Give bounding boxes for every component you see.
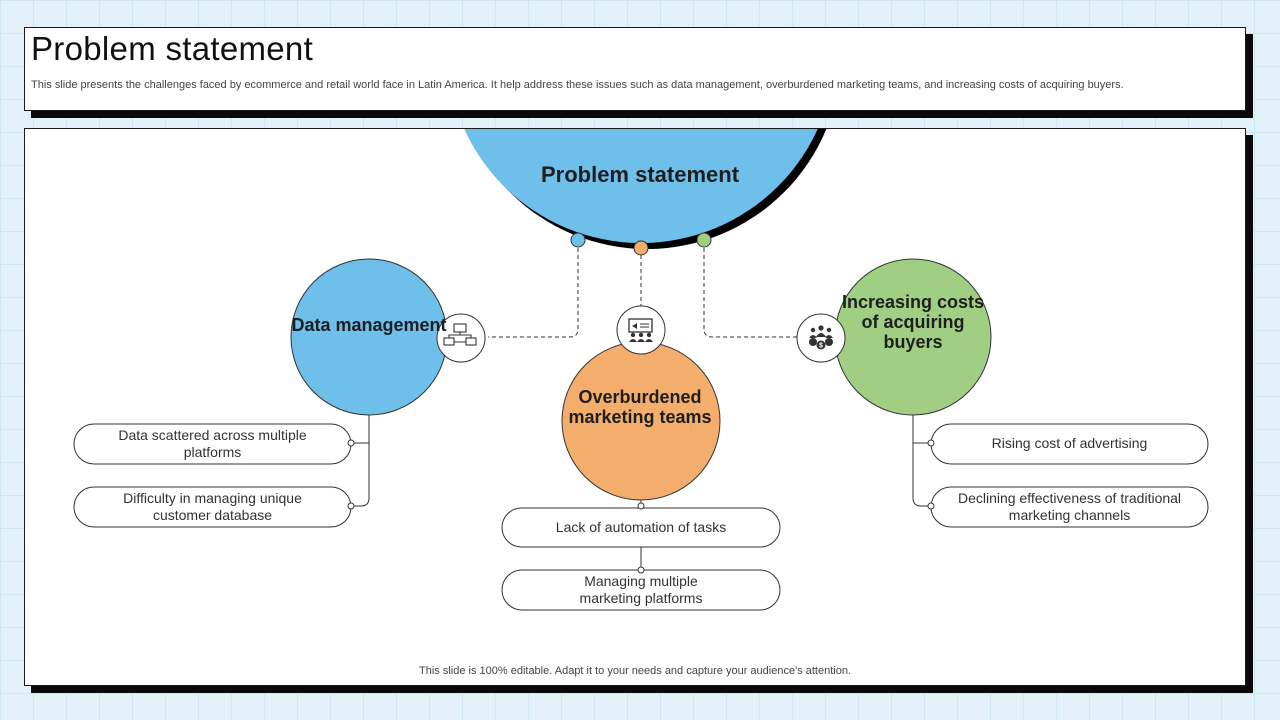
connector-costs (703, 241, 797, 338)
buyers-cost-icon: $ (796, 313, 846, 363)
node-data-management (290, 258, 448, 416)
item-advertising-cost: Rising cost of advertising (991, 435, 1148, 452)
connection-dots (347, 439, 935, 574)
svg-text:$: $ (819, 343, 823, 350)
footer-note: This slide is 100% editable. Adapt it to… (419, 665, 851, 677)
page-subtitle: This slide presents the challenges faced… (31, 79, 1124, 91)
center-title: Problem statement (540, 162, 740, 187)
dashed-connectors (488, 241, 797, 338)
item-customer-database: Difficulty in managing unique customer d… (123, 489, 302, 524)
dot-orange (633, 240, 649, 256)
item-automation: Lack of automation of tasks (555, 518, 727, 535)
item-data-scattered: Data scattered across multiple platforms (118, 426, 307, 461)
diagram-panel: $ Problem statement Data management Over… (24, 128, 1246, 686)
data-flow-icon (436, 313, 486, 363)
center-half-circle (464, 129, 818, 243)
right-item-lines (912, 415, 931, 507)
node-title-marketing-teams: Overburdened marketing teams (568, 387, 712, 428)
node-title-acquiring-costs: Increasing costs of acquiring buyers (841, 292, 985, 353)
marketing-team-icon (616, 305, 666, 355)
item-pills (73, 423, 1209, 611)
dot-blue (570, 232, 586, 248)
item-traditional-channels: Declining effectiveness of traditional m… (957, 489, 1182, 524)
header-panel: Problem statement This slide presents th… (24, 27, 1246, 111)
dot-green (696, 232, 712, 248)
page-title: Problem statement (31, 30, 314, 67)
left-item-lines (351, 415, 370, 507)
connector-data-management (488, 241, 579, 338)
diagram-canvas: $ (73, 129, 1209, 611)
item-multiple-platforms: Managing multiple marketing platforms (579, 572, 703, 607)
node-title-data-management: Data management (291, 315, 447, 335)
